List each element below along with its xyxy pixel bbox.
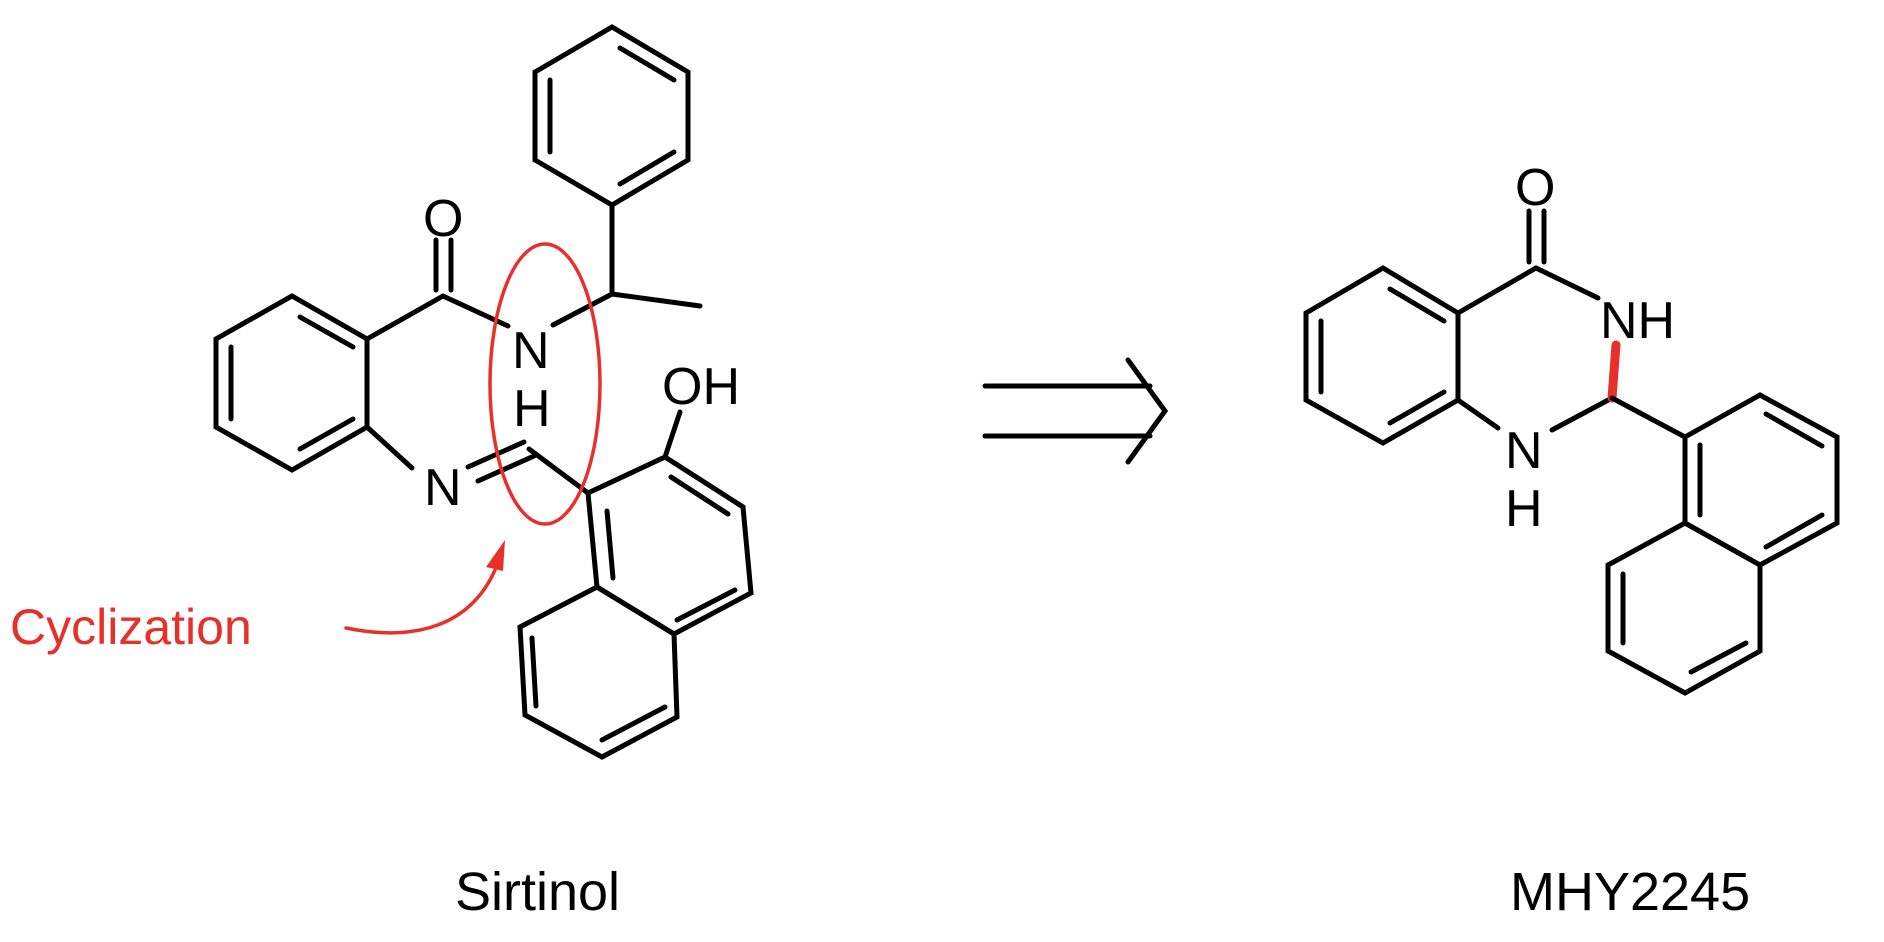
cyclization-arrow	[344, 568, 497, 635]
cyclization-label: Cyclization	[10, 599, 252, 655]
sirtinol-caption: Sirtinol	[455, 862, 620, 922]
sirtinol-carbonyl	[364, 237, 511, 342]
sirtinol-amide-nitrogen: N	[512, 322, 550, 380]
cyclization-highlight-ellipse	[488, 242, 602, 526]
retro-arrow	[982, 357, 1169, 465]
sirtinol-structure: O N H N	[213, 24, 754, 760]
sirtinol-benzene-ring	[213, 293, 370, 473]
mhy2245-benzene-ring	[1303, 265, 1461, 446]
sirtinol-hydroxyl: OH	[662, 358, 740, 416]
mhy2245-dihydroquinazolinone-ring	[1455, 208, 1615, 433]
sirtinol-imine-nitrogen: N	[424, 459, 462, 517]
mhy2245-h-bottom: H	[1505, 480, 1543, 538]
mhy2245-carbonyl-oxygen: O	[1515, 159, 1555, 217]
mhy2245-nh-top: NH	[1600, 292, 1675, 350]
mhy2245-structure: O NH N H	[1303, 159, 1840, 696]
sirtinol-phenylethyl	[532, 24, 703, 328]
mhy2245-caption: MHY2245	[1510, 862, 1750, 922]
sirtinol-naphthol	[517, 409, 754, 760]
cyclization-annotation: Cyclization	[10, 242, 602, 655]
sirtinol-imine	[364, 424, 591, 496]
mhy2245-new-bond	[1607, 340, 1621, 403]
cyclization-arrowhead	[486, 540, 505, 571]
mhy2245-n-bottom: N	[1505, 422, 1543, 480]
mhy2245-naphthalene	[1605, 392, 1840, 696]
sirtinol-carbonyl-oxygen: O	[423, 190, 463, 248]
sirtinol-amide-hydrogen: H	[513, 380, 551, 438]
